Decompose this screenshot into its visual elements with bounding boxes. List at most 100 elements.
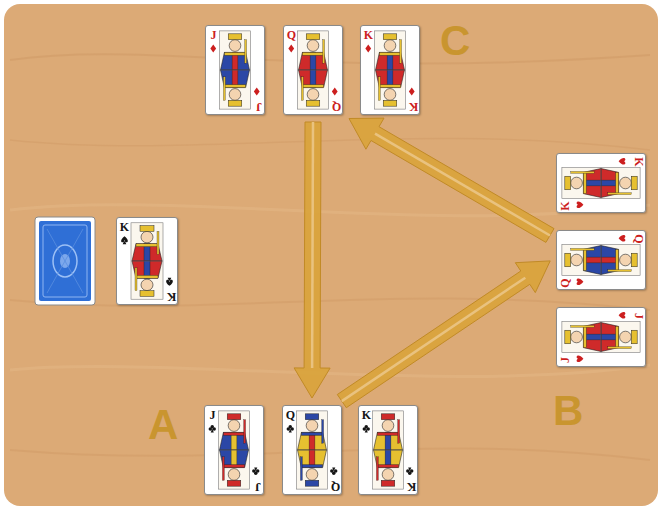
- figure-trim: [616, 249, 619, 270]
- figure-scepter: [245, 40, 247, 63]
- face-clip: [298, 414, 327, 486]
- figure-head: [620, 177, 632, 189]
- figure-trim: [377, 432, 398, 435]
- suit-mirror: [406, 468, 413, 475]
- court-figure-mirror: [299, 70, 328, 106]
- figure-crown: [383, 34, 397, 40]
- court-figure: [132, 226, 162, 261]
- figure-trim: [223, 465, 244, 468]
- card-rank: Q: [331, 480, 340, 494]
- card-back-pattern: [43, 225, 87, 297]
- wood-grain: [10, 138, 650, 150]
- card-rank: K: [120, 220, 129, 234]
- figure-head: [228, 469, 240, 481]
- face-divider: [131, 261, 163, 262]
- face-frame: [562, 245, 640, 276]
- suit-mirror: [254, 88, 260, 96]
- figure-head: [141, 231, 153, 242]
- face-clip: [565, 246, 637, 275]
- court-figure: [221, 34, 250, 70]
- pass-arrow: [349, 118, 554, 242]
- card-rank: Q: [287, 28, 296, 42]
- court-figure-mirror: [565, 169, 601, 198]
- court-figure-mirror: [376, 70, 405, 106]
- figure-scepter: [135, 268, 137, 291]
- playing-card: QQ: [283, 25, 343, 115]
- figure-head: [229, 89, 241, 101]
- pass-arrow: [294, 122, 330, 398]
- card-face-rotated: [562, 312, 640, 362]
- figure-scepter: [157, 231, 159, 254]
- suit-symbol: [209, 425, 216, 432]
- court-figure: [565, 169, 601, 198]
- suit-symbol: [288, 45, 294, 53]
- figure-scepter: [571, 325, 594, 327]
- suit-symbol: [365, 45, 371, 53]
- suit-mirror: [577, 201, 584, 208]
- figure-head: [571, 331, 583, 343]
- figure-scepter: [300, 457, 302, 480]
- figure-head: [228, 420, 240, 432]
- face-divider: [373, 450, 404, 451]
- court-figure: [376, 34, 405, 70]
- playing-card: KK: [358, 405, 418, 495]
- wood-grain: [10, 365, 650, 376]
- face-frame: [220, 31, 251, 109]
- suit-mirror: [332, 88, 338, 96]
- suit-symbol: [254, 88, 260, 96]
- court-figure-mirror: [132, 261, 162, 296]
- face-divider: [298, 70, 329, 71]
- card-rank: J: [210, 408, 216, 422]
- figure-trim: [223, 432, 244, 435]
- face-divider: [601, 168, 602, 199]
- card-rank: K: [409, 100, 418, 114]
- figure-crown: [306, 34, 320, 40]
- card-back-face: [39, 221, 91, 301]
- figure-scepter: [608, 347, 631, 349]
- court-figure-mirror: [298, 450, 327, 486]
- court-figure: [601, 169, 637, 198]
- figure-crown: [227, 414, 241, 420]
- card-back-ornament: [47, 229, 83, 293]
- card-rank: K: [364, 28, 373, 42]
- suit-symbol: [287, 425, 294, 432]
- arrow-stripe: [311, 122, 314, 368]
- court-figure-mirror: [565, 246, 601, 275]
- figure-head: [620, 331, 632, 343]
- card-rank: Q: [632, 234, 646, 243]
- card-rank: K: [362, 408, 371, 422]
- suit-mirror: [330, 468, 337, 475]
- arrow-stripe: [375, 134, 550, 236]
- face-divider: [297, 450, 328, 451]
- figure-trim: [302, 52, 323, 55]
- face-divider: [220, 70, 251, 71]
- figure-crown: [565, 176, 571, 190]
- figure-scepter: [322, 420, 324, 443]
- suit-mirror: [252, 468, 259, 475]
- face-divider: [601, 322, 602, 353]
- card-rank: Q: [286, 408, 295, 422]
- figure-crown: [381, 480, 395, 486]
- court-figure: [601, 246, 637, 275]
- figure-scepter: [608, 270, 631, 272]
- card-rank: J: [632, 313, 646, 319]
- figure-scepter: [323, 40, 325, 63]
- court-figure-mirror: [220, 450, 249, 486]
- suit-mirror: [409, 88, 415, 96]
- suit-symbol: [210, 45, 216, 53]
- card-rank: K: [407, 480, 416, 494]
- face-frame: [562, 168, 640, 199]
- face-clip: [565, 323, 637, 352]
- court-figure: [565, 246, 601, 275]
- card-rank: Q: [332, 100, 341, 114]
- card-face-rotated: [562, 158, 640, 208]
- club-stem: [332, 468, 335, 472]
- figure-trim: [224, 85, 245, 88]
- card-rank: Q: [558, 278, 572, 287]
- card-rank: J: [211, 28, 217, 42]
- figure-crown: [383, 100, 397, 106]
- figure-trim: [302, 85, 323, 88]
- suit-mirror: [577, 355, 584, 362]
- card-rank: J: [256, 100, 262, 114]
- card-face-rotated: [562, 235, 640, 285]
